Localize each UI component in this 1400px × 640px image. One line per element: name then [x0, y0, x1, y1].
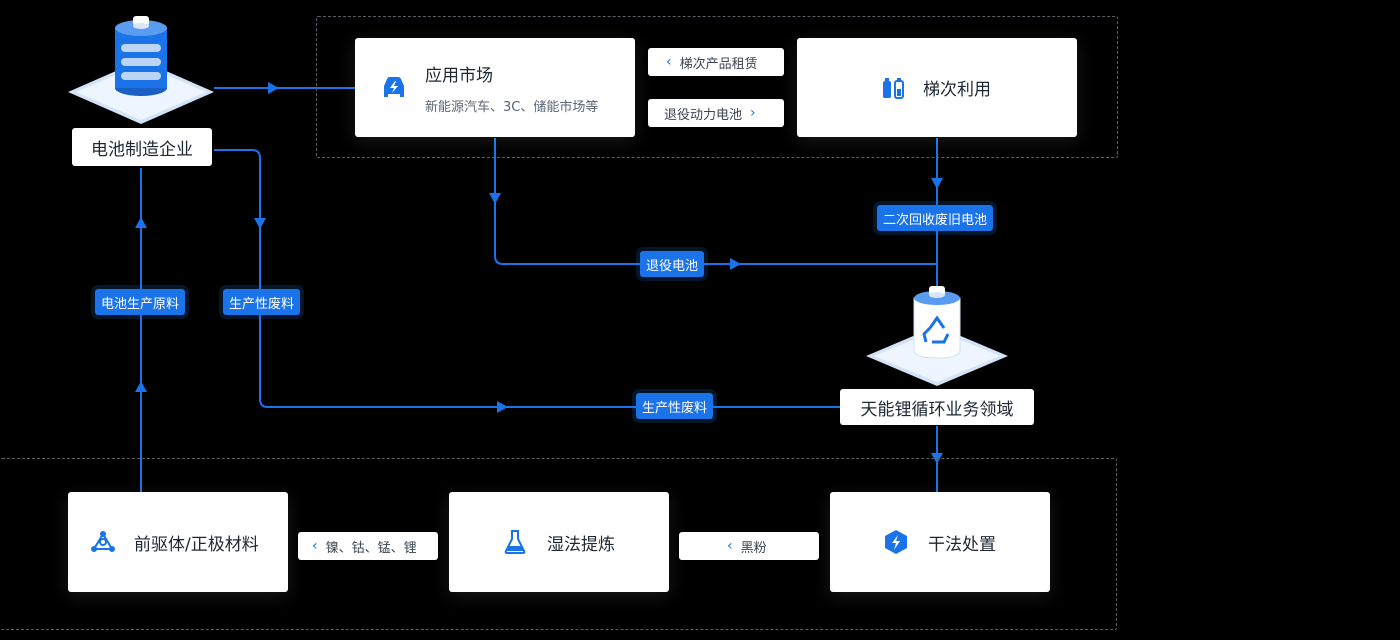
battery-maker-illustration: [66, 8, 216, 130]
cascade-rental-chip: ‹ 梯次产品租赁: [648, 48, 784, 76]
battery-pair-icon: [881, 76, 905, 100]
wet-refine-title: 湿法提炼: [547, 534, 615, 555]
production-waste-mid-chip: 生产性废料: [636, 393, 714, 419]
flask-icon: [503, 529, 527, 555]
precursor-title: 前驱体/正极材料: [134, 534, 259, 555]
car-bolt-icon: [381, 75, 407, 101]
wet-refine-card[interactable]: 湿法提炼: [449, 492, 669, 592]
app-market-subtitle: 新能源汽车、3C、储能市场等: [425, 99, 599, 115]
market-region: [316, 16, 1118, 158]
retired-power-battery-chip: 退役动力电池 ›: [648, 99, 784, 127]
battery-maker-label: 电池制造企业: [72, 128, 212, 166]
battery-stack-icon: [68, 16, 214, 124]
retired-battery-chip: 退役电池: [640, 251, 705, 277]
cube-bolt-icon: [884, 529, 908, 555]
cascade-use-card[interactable]: 梯次利用: [797, 38, 1077, 137]
battery-raw-material-chip: 电池生产原料: [95, 289, 186, 315]
chevron-left-icon: ‹: [312, 538, 318, 554]
precursor-card[interactable]: 前驱体/正极材料: [68, 492, 288, 592]
dry-process-title: 干法处置: [928, 534, 996, 555]
recycle-bin-icon: [866, 286, 1008, 386]
chevron-left-icon: ‹: [727, 538, 733, 554]
dry-process-card[interactable]: 干法处置: [830, 492, 1050, 592]
app-market-title: 应用市场: [425, 65, 493, 86]
black-powder-label: 黑粉: [740, 540, 767, 556]
cascade-use-title: 梯次利用: [923, 80, 991, 100]
secondary-recycle-chip: 二次回收废旧电池: [877, 205, 994, 231]
molecule-icon: [90, 529, 116, 555]
chevron-left-icon: ‹: [666, 54, 672, 70]
metals-chip: ‹ 镍、钴、锰、锂: [298, 532, 438, 560]
recycle-domain-illustration: [864, 280, 1010, 392]
metals-label: 镍、钴、锰、锂: [325, 540, 417, 556]
processing-region: [0, 458, 1117, 630]
chevron-right-icon: ›: [750, 105, 756, 121]
black-powder-chip: ‹ 黑粉: [679, 532, 819, 560]
recycle-domain-label: 天能锂循环业务领域: [840, 389, 1034, 425]
retired-power-battery-label: 退役动力电池: [664, 107, 743, 123]
production-waste-left-chip: 生产性废料: [223, 289, 301, 315]
app-market-card[interactable]: 应用市场 新能源汽车、3C、储能市场等: [355, 38, 635, 137]
cascade-rental-label: 梯次产品租赁: [679, 56, 758, 72]
